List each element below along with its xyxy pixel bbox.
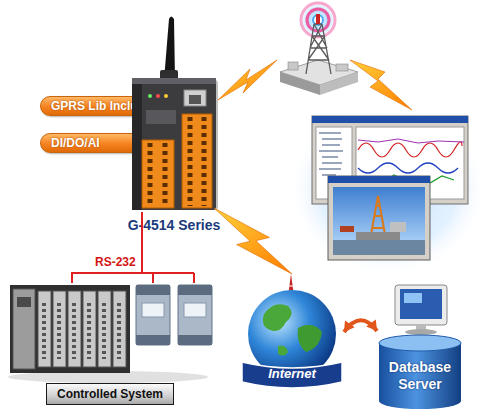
plc-illustration-part bbox=[136, 335, 170, 345]
internet-globe-part bbox=[248, 290, 336, 378]
gprs-device-part bbox=[156, 94, 160, 98]
process-window-part bbox=[333, 240, 425, 255]
plc-illustration-part bbox=[102, 303, 106, 359]
database-node: Database Server bbox=[373, 283, 468, 411]
database-server-graphic-part bbox=[379, 335, 461, 351]
gprs-device-part bbox=[148, 94, 152, 98]
gprs-device-part bbox=[164, 94, 168, 98]
arrow-head bbox=[366, 319, 377, 331]
process-window-part bbox=[328, 176, 430, 183]
plc-illustration-part bbox=[13, 289, 35, 369]
radio-tower-part bbox=[288, 62, 298, 70]
node-label: Controlled System bbox=[46, 383, 174, 405]
rs232-wire bbox=[72, 212, 194, 283]
internet-globe-part bbox=[263, 304, 292, 331]
gprs-device-part bbox=[132, 78, 216, 210]
node-label: DI/DO/AI bbox=[51, 134, 100, 152]
plc-illustration-part bbox=[136, 285, 170, 295]
plc-illustration-part bbox=[178, 285, 212, 295]
plc-illustration-part bbox=[136, 285, 170, 345]
gprs-device-part bbox=[189, 95, 201, 104]
signal-rings-part bbox=[307, 9, 329, 31]
gprs-device-part bbox=[142, 140, 174, 208]
wire-line bbox=[72, 212, 142, 283]
plc-illustration-part bbox=[68, 291, 81, 367]
gprs-device-part bbox=[182, 114, 212, 208]
plc-illustration-part bbox=[38, 291, 51, 367]
lightning-bolt bbox=[214, 208, 292, 274]
monitoring-window-part bbox=[358, 139, 464, 143]
double-arrow bbox=[344, 319, 377, 332]
process-window-part bbox=[390, 222, 406, 232]
process-window-part bbox=[333, 187, 425, 255]
lightning-link bbox=[214, 208, 292, 274]
screen-glow bbox=[288, 104, 488, 276]
monitoring-window-part bbox=[358, 142, 462, 157]
process-window-part bbox=[356, 232, 400, 240]
database-server-graphic-part bbox=[405, 329, 437, 335]
plc-illustration-part bbox=[57, 303, 61, 359]
wireless-bolt bbox=[218, 60, 277, 100]
radio-tower-part bbox=[336, 64, 348, 71]
edge-label: RS-232 bbox=[95, 255, 136, 269]
process-window-part bbox=[328, 176, 430, 260]
signal-rings bbox=[298, 0, 338, 40]
plc-illustration-part bbox=[83, 291, 96, 367]
gprs-device-part bbox=[202, 117, 207, 206]
database-server-graphic-part bbox=[404, 293, 422, 303]
monitoring-window-part bbox=[312, 116, 468, 123]
gprs-device-part bbox=[146, 110, 176, 124]
plc-illustration-part bbox=[10, 285, 130, 373]
wire-branch bbox=[142, 273, 194, 283]
plc-illustration-part bbox=[142, 303, 164, 317]
plc-illustration-part bbox=[117, 303, 121, 359]
process-window bbox=[328, 176, 430, 260]
database-server-graphic-part bbox=[395, 285, 447, 325]
database-server-graphic-part bbox=[400, 289, 442, 319]
curved-line bbox=[344, 320, 377, 332]
plc-illustration-part bbox=[178, 285, 212, 345]
internet-globe-part bbox=[278, 346, 288, 356]
gprs-device-part bbox=[184, 90, 206, 106]
plc-illustration-part bbox=[178, 335, 212, 345]
plc-illustration-part bbox=[17, 297, 31, 307]
plc-illustration-part bbox=[53, 291, 66, 367]
arrow-head bbox=[344, 320, 355, 332]
controlled-system-node: Controlled System bbox=[8, 283, 223, 407]
internet-globe-part bbox=[298, 325, 322, 352]
monitoring-window-part bbox=[319, 133, 343, 175]
node-label: G-4514 Series bbox=[104, 217, 244, 233]
gprs-device-part bbox=[148, 143, 153, 206]
database-server-graphic-part bbox=[379, 343, 461, 409]
internet-node: Internet bbox=[238, 272, 346, 396]
monitoring-window-part bbox=[358, 163, 458, 173]
node-label: Internet bbox=[238, 366, 346, 381]
gprs-device-part bbox=[163, 143, 168, 206]
gprs-device bbox=[128, 14, 220, 212]
signal-rings-part bbox=[298, 0, 338, 40]
plc-illustration-part bbox=[42, 303, 46, 359]
gprs-device-part bbox=[188, 117, 193, 206]
plc-illustration-part bbox=[113, 291, 126, 367]
plc-illustration-part bbox=[72, 303, 76, 359]
plc-illustration-part bbox=[184, 303, 206, 317]
wireless-bolt bbox=[350, 60, 412, 110]
radio-tower-part bbox=[320, 72, 358, 95]
gprs-device-part bbox=[132, 78, 216, 84]
radio-tower bbox=[280, 14, 358, 95]
device-node: G-4514 Series bbox=[128, 14, 220, 212]
node-label: Database Server bbox=[379, 359, 461, 393]
radio-tower-part bbox=[316, 14, 320, 24]
radio-tower-part bbox=[306, 24, 331, 74]
gprs-device-part bbox=[132, 78, 142, 210]
plc-illustration-part bbox=[87, 303, 91, 359]
radio-tower-part bbox=[280, 72, 320, 95]
plc-illustration-part bbox=[98, 291, 111, 367]
process-window-part bbox=[340, 226, 354, 232]
